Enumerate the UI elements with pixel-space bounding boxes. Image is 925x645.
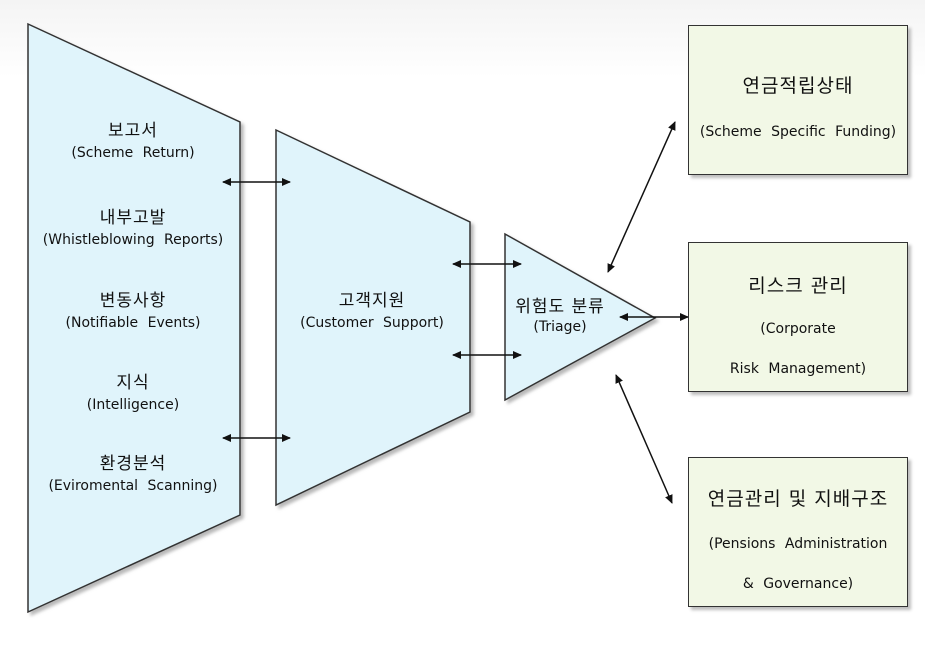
box-title: 연금적립상태 (742, 75, 854, 97)
middle-panel-ko: 고객지원 (338, 291, 406, 311)
left-item-intelligence: 지식 (Intelligence) (87, 368, 179, 413)
left-item-ko: 보고서 (108, 121, 158, 141)
left-item-en: (Intelligence) (86, 397, 180, 413)
box-subtitle-line-2: Risk Management) (729, 361, 867, 377)
left-item-en: (Notifiable Events) (65, 315, 201, 331)
box-title: 연금관리 및 지배구조 (707, 488, 889, 510)
left-item-ko: 지식 (116, 373, 150, 393)
middle-panel-en: (Customer Support) (300, 315, 444, 331)
middle-funnel-shape (275, 128, 471, 507)
left-item-notifiable-events: 변동사항 (Notifiable Events) (66, 286, 201, 331)
left-item-ko: 환경분석 (99, 454, 167, 474)
arrow-triage-governance (615, 374, 673, 504)
box-title: 리스크 관리 (748, 275, 848, 297)
box-subtitle-line-1: (Pensions Administration (708, 536, 888, 552)
box-subtitle-line-2: & Governance) (742, 576, 854, 592)
box-scheme-funding: 연금적립상태 (Scheme Specific Funding) (688, 25, 908, 175)
left-item-whistleblowing: 내부고발 (Whistleblowing Reports) (43, 203, 223, 248)
box-risk-management: 리스크 관리 (Corporate Risk Management) (688, 242, 908, 392)
left-item-environmental-scanning: 환경분석 (Eviromental Scanning) (48, 449, 217, 494)
triage-label: 위험도 분류 (Triage) (515, 292, 605, 335)
left-item-en: (Scheme Return) (71, 145, 195, 161)
box-subtitle: (Scheme Specific Funding) (699, 124, 897, 140)
box-pensions-governance: 연금관리 및 지배구조 (Pensions Administration & G… (688, 457, 908, 607)
left-item-ko: 변동사항 (99, 291, 167, 311)
arrow-triage-funding (607, 121, 676, 273)
left-item-scheme-return: 보고서 (Scheme Return) (71, 116, 194, 161)
left-item-en: (Eviromental Scanning) (48, 478, 218, 494)
triage-triangle-shape (504, 232, 657, 402)
box-subtitle-line-1: (Corporate (760, 321, 836, 337)
left-item-ko: 내부고발 (99, 208, 167, 228)
left-funnel-shape (27, 22, 241, 614)
middle-panel-label: 고객지원 (Customer Support) (300, 286, 444, 331)
left-item-en: (Whistleblowing Reports) (42, 232, 224, 248)
triage-en: (Triage) (533, 319, 587, 335)
triage-ko: 위험도 분류 (515, 297, 605, 317)
